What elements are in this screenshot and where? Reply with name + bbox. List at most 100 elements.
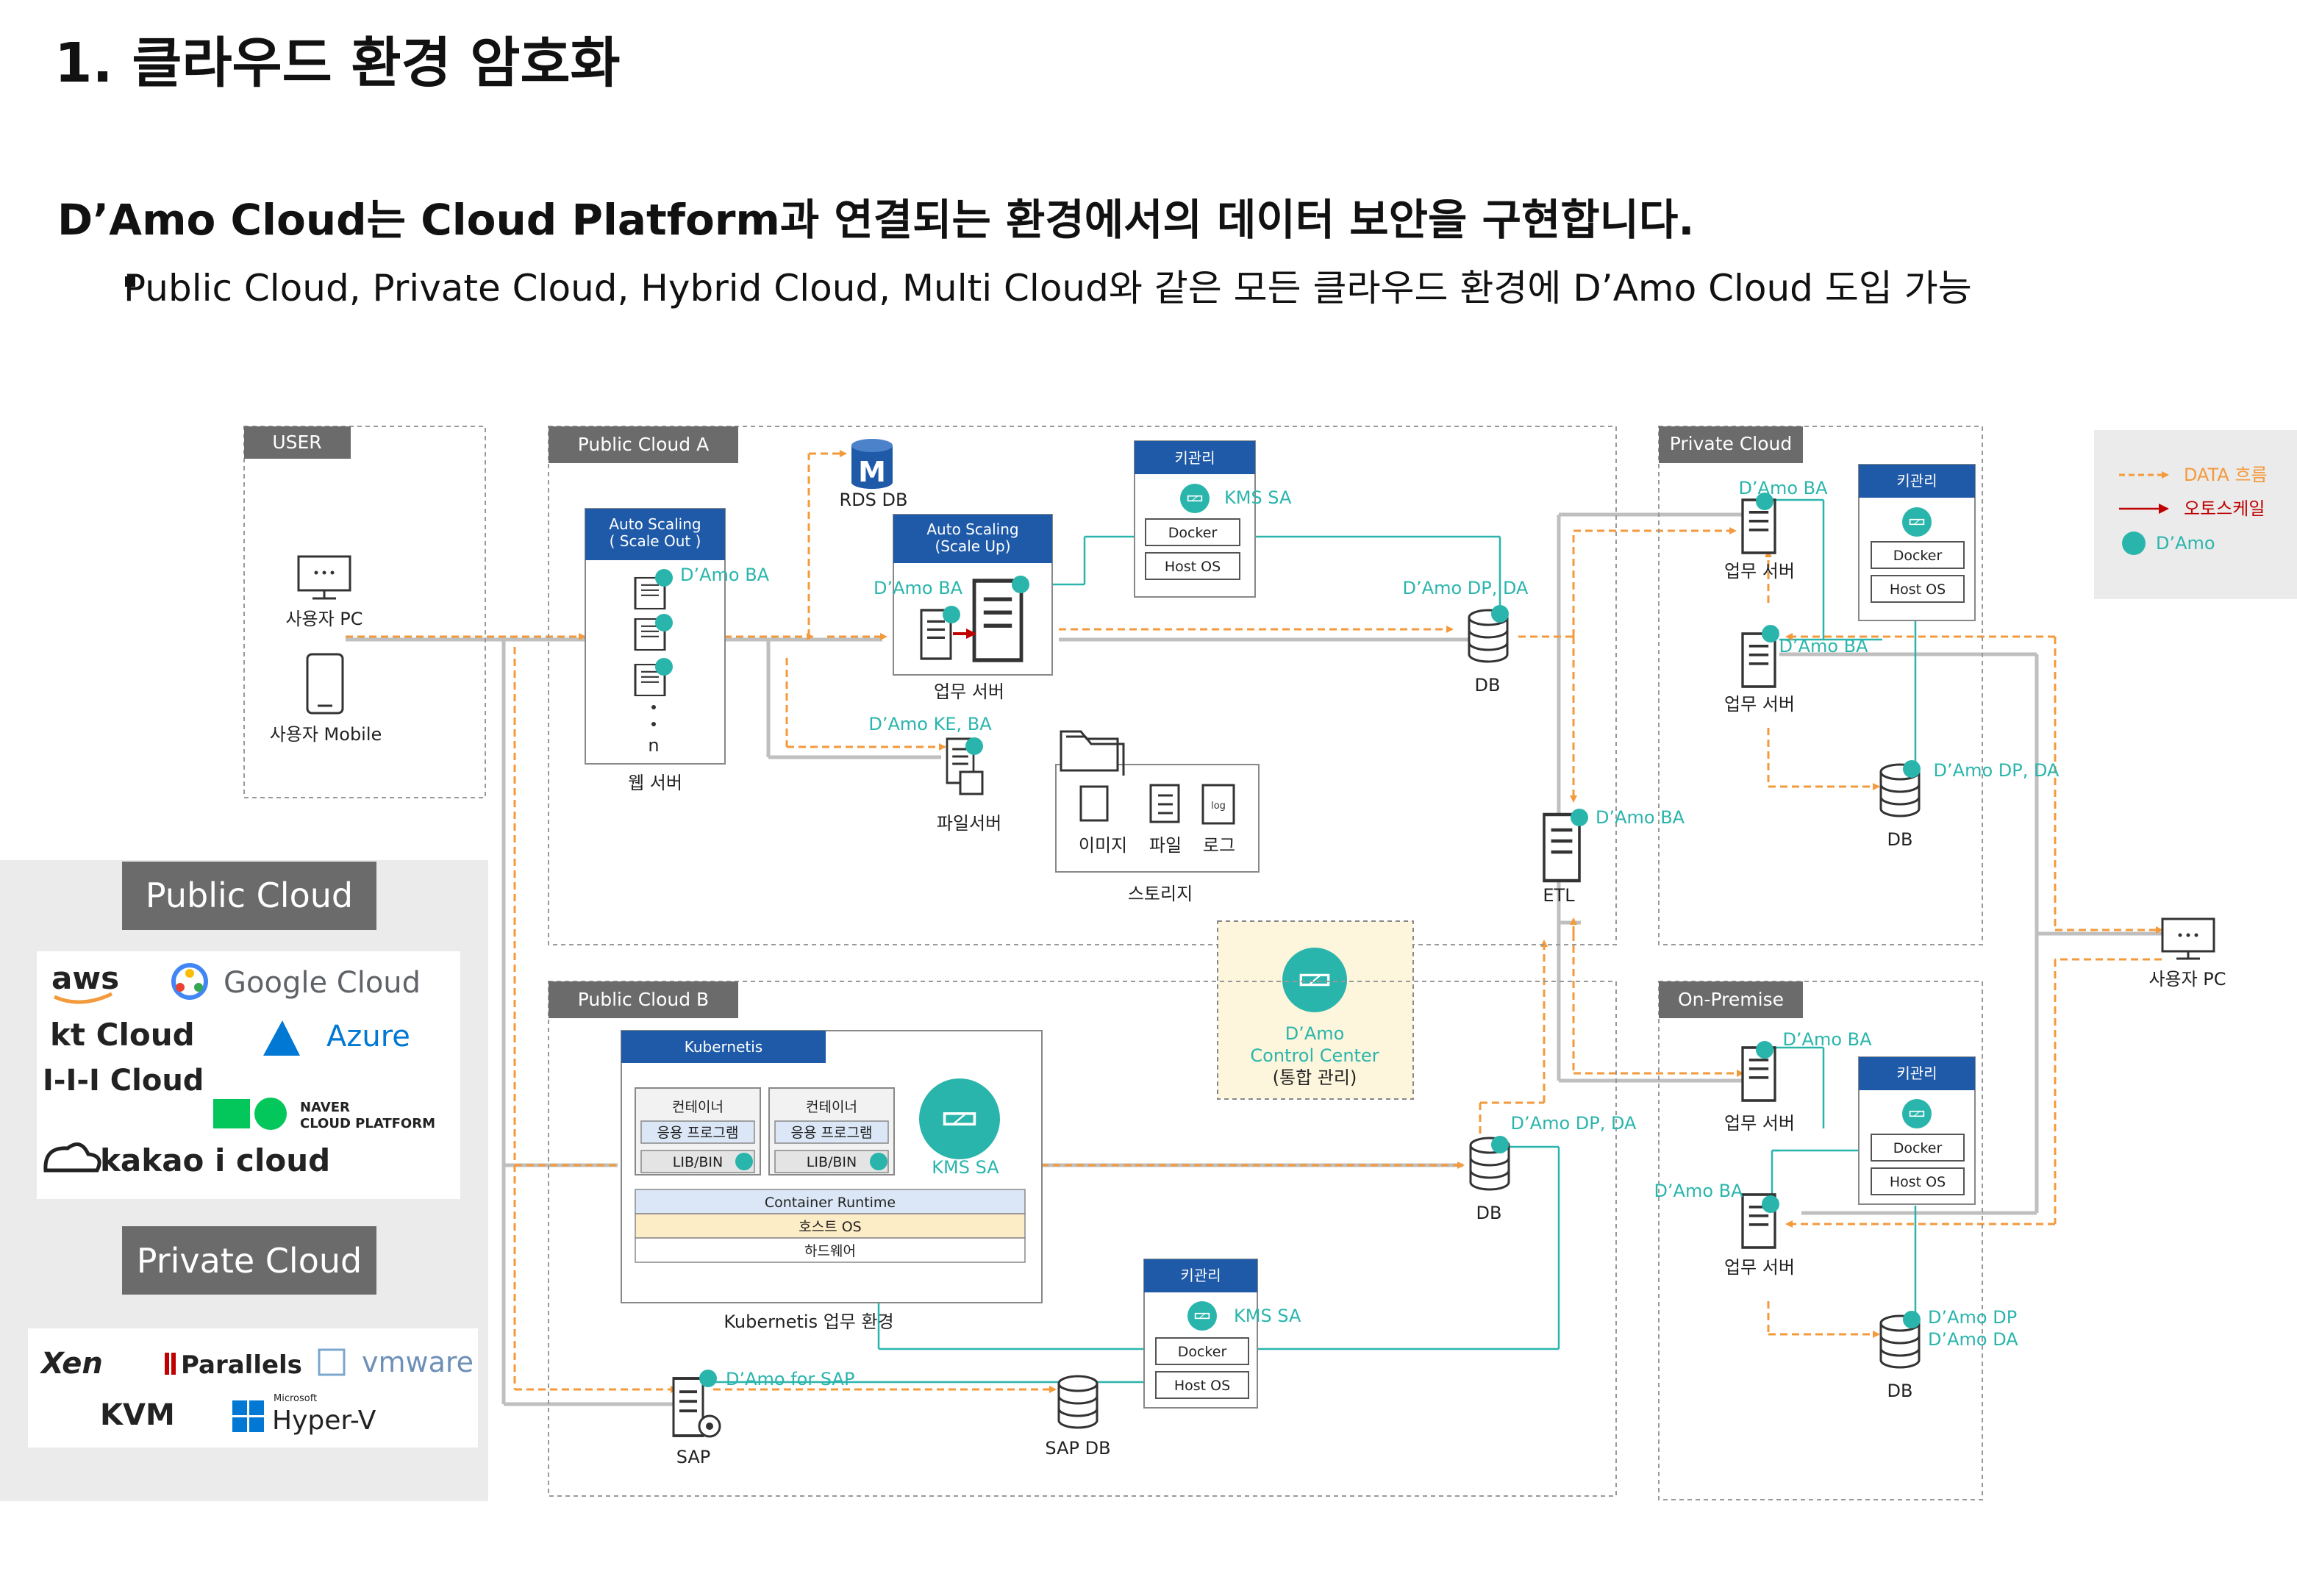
azure-logo: Azure (326, 1020, 410, 1053)
right-pc-label: 사용자 PC (2148, 969, 2226, 990)
naver-cloud-logo: CLOUD PLATFORM (300, 1116, 435, 1131)
public-cloud-b-label: Public Cloud B (578, 989, 709, 1010)
onprem-server1-label: 업무 서버 (1724, 1113, 1795, 1134)
private-server2-label: 업무 서버 (1724, 694, 1795, 715)
kubernetes-label: Kubernetis (685, 1038, 762, 1056)
web-ba-label: D’Amo BA (680, 565, 770, 585)
kvm-logo: KVM (100, 1398, 175, 1432)
azure-icon (263, 1020, 300, 1056)
onprem-db-damo-label1: D’Amo DP (1928, 1307, 2017, 1328)
rds-db-icon: M (851, 439, 893, 489)
private-cloud: Private Cloud D’Amo BA 업무 서버 D’Amo BA 업무… (1658, 426, 2060, 945)
right-user-pc: 사용자 PC (2148, 917, 2226, 990)
bullet-marker (125, 276, 135, 287)
nhn-cloud-logo: I-I-I Cloud (43, 1064, 204, 1098)
private-cloud-panel-title: Private Cloud (137, 1241, 362, 1281)
monitor-icon (2161, 917, 2215, 960)
etl-damo-label: D’Amo BA (1596, 807, 1685, 828)
control-center-line2: Control Center (1250, 1045, 1379, 1066)
onprem-server2-label: 업무 서버 (1724, 1257, 1795, 1278)
xen-logo: Xen (39, 1347, 103, 1381)
monitor-icon (297, 555, 351, 600)
onprem-db-damo-label2: D’Amo DA (1928, 1329, 2018, 1350)
container-2-label: 컨테이너 (806, 1099, 857, 1115)
private-cloud-label: Private Cloud (1670, 433, 1793, 454)
key-mgmt-private-label: 키관리 (1896, 472, 1937, 490)
image-file-icon (1079, 785, 1109, 822)
host-os-onprem: Host OS (1890, 1174, 1946, 1190)
google-cloud-logo: Google Cloud (224, 966, 421, 1000)
autoscale-up-line1: Auto Scaling (926, 520, 1018, 538)
naver-logo: NAVER (300, 1100, 350, 1115)
public-cloud-panel-header (122, 862, 376, 930)
container-1-label: 컨테이너 (672, 1099, 724, 1115)
bullet-text: Public Cloud, Private Cloud, Hybrid Clou… (124, 267, 1972, 309)
phone-icon (306, 653, 344, 715)
host-os-a: Host OS (1165, 559, 1221, 575)
log-glyph: log (1211, 801, 1226, 812)
control-center-line1: D’Amo (1285, 1023, 1345, 1044)
autoscale-up-header (893, 515, 1052, 563)
autoscale-up-line2: (Scale Up) (935, 537, 1010, 555)
etl-label: ETL (1543, 885, 1575, 906)
app-server-label: 업무 서버 (934, 681, 1004, 702)
document-icon (1149, 784, 1180, 823)
hyperv-logo: Hyper-V (272, 1406, 376, 1436)
k8s-env-label: Kubernetis 업무 환경 (724, 1311, 893, 1332)
container-1-app: 응용 프로그램 (657, 1125, 739, 1141)
user-header-label: USER (272, 432, 321, 453)
kakao-cloud-logo: kakao i cloud (100, 1142, 330, 1178)
legend: DATA 흐름 오토스케일 D’Amo (2094, 430, 2297, 599)
onprem-ba1-label: D’Amo BA (1782, 1029, 1872, 1050)
headline: D’Amo Cloud는 Cloud Platform과 연결되는 환경에서의 … (57, 195, 1695, 245)
db-a-label: DB (1475, 675, 1501, 695)
file-server-damo-label: D’Amo KE, BA (868, 714, 992, 734)
autoscale-out-line1: Auto Scaling (609, 515, 701, 533)
windows-icon (232, 1400, 264, 1432)
public-logos (37, 951, 460, 1199)
public-cloud-a: Public Cloud A Auto Scaling ( Scale Out … (548, 426, 1685, 945)
container-2-lib: LIB/BIN (807, 1154, 857, 1170)
kt-cloud-logo: kt Cloud (50, 1017, 195, 1053)
private-ba2-label: D’Amo BA (1779, 636, 1868, 656)
storage-item-log: 로그 (1203, 835, 1235, 856)
control-center-line3: (통합 관리) (1273, 1067, 1357, 1088)
host-os-private: Host OS (1890, 581, 1946, 598)
db-icon (1057, 1375, 1099, 1429)
rds-glyph: M (858, 456, 886, 488)
damo-dot (655, 614, 673, 631)
private-ba1-label: D’Amo BA (1738, 478, 1828, 498)
storage-item-image: 이미지 (1079, 835, 1127, 856)
private-cloud-panel-header (122, 1226, 376, 1295)
microsoft-logo: Microsoft (274, 1393, 317, 1404)
user-header (244, 426, 351, 459)
on-premise: On-Premise D’Amo BA 업무 서버 D’Amo BA 업무 서버… (1654, 981, 2018, 1500)
folder-icon (959, 770, 984, 795)
onprem-db-label: DB (1887, 1381, 1913, 1401)
page-title: 1. 클라우드 환경 암호화 (54, 32, 621, 95)
private-db-damo-label: D’Amo DP, DA (1934, 760, 2060, 781)
sap-label: SAP (676, 1447, 711, 1467)
public-cloud-a-label: Public Cloud A (578, 434, 709, 455)
storage-item-file: 파일 (1149, 835, 1182, 856)
host-os-layer: 호스트 OS (799, 1219, 862, 1235)
damo-dot (655, 658, 673, 676)
sap-db-label: SAP DB (1045, 1438, 1110, 1459)
container-runtime: Container Runtime (765, 1195, 896, 1211)
log-file-icon: log (1201, 784, 1235, 825)
kms-sa-a-label: KMS SA (1224, 487, 1292, 508)
rds-db-label: RDS DB (840, 490, 908, 510)
data-flow-arrows (346, 450, 2163, 1393)
public-cloud-b: Public Cloud B Kubernetis 컨테이너 응용 프로그램 L… (548, 981, 1637, 1497)
aws-logo: aws (51, 960, 119, 996)
user-mobile-label: 사용자 Mobile (270, 724, 382, 745)
file-server-label: 파일서버 (937, 813, 1001, 834)
key-mgmt-b-label: 키관리 (1180, 1267, 1221, 1284)
storage-label: 스토리지 (1128, 884, 1193, 904)
key-mgmt-a-label: 키관리 (1174, 449, 1215, 467)
kms-sa-b2-label: KMS SA (1234, 1306, 1301, 1326)
autoscale-out-line2: ( Scale Out ) (610, 532, 701, 550)
control-center: D’Amo Control Center (통합 관리) (1217, 920, 1414, 1100)
legend-data-flow: DATA 흐름 (2184, 465, 2268, 485)
